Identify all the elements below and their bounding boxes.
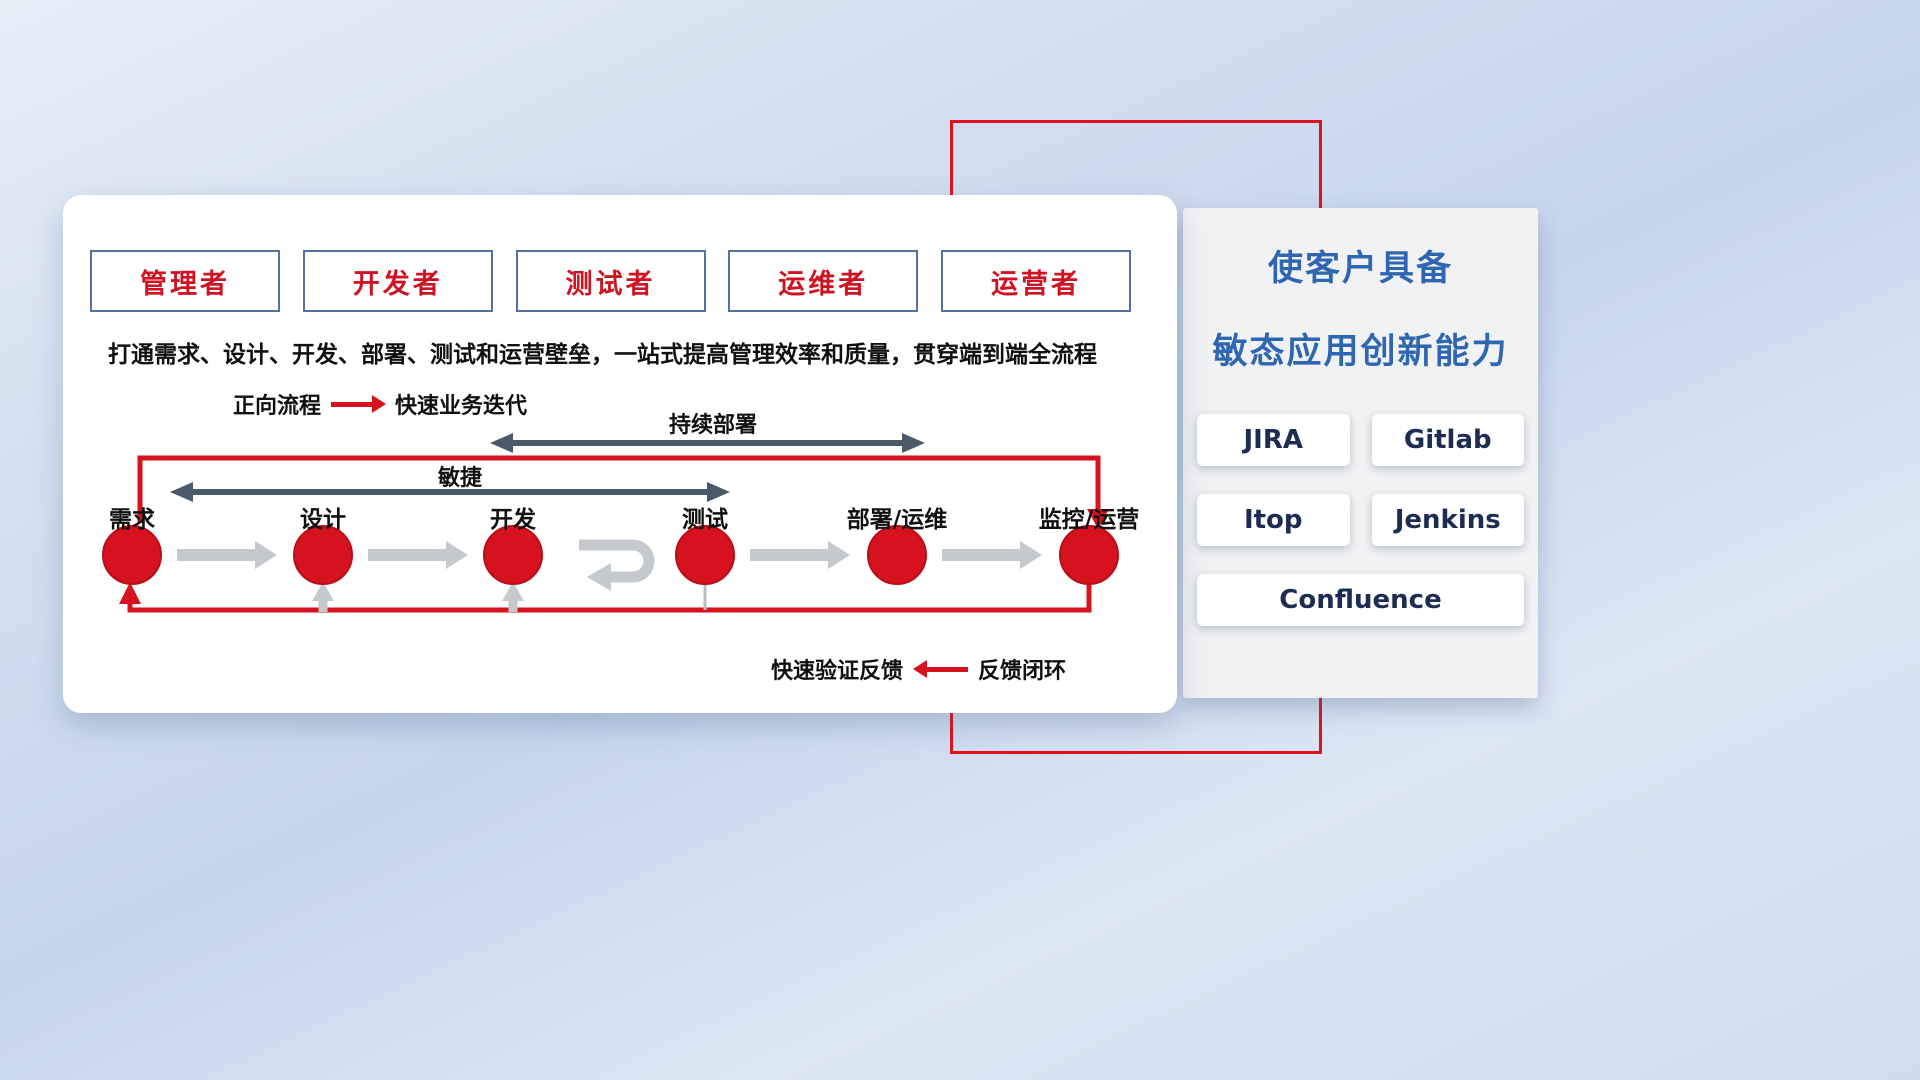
legend-forward: 正向流程 快速业务迭代 bbox=[233, 388, 527, 420]
node-label-develop: 开发 bbox=[490, 507, 536, 533]
span-label-agile: 敏捷 bbox=[437, 466, 482, 491]
tool-card-jenkins: Jenkins bbox=[1371, 494, 1524, 546]
continuous-deploy-span-arrow bbox=[490, 433, 925, 453]
node-label-demand: 需求 bbox=[109, 507, 155, 533]
node-label-deploy-ops: 部署/运维 bbox=[846, 507, 948, 533]
node-label-design: 设计 bbox=[300, 507, 346, 533]
role-box-manager: 管理者 bbox=[90, 250, 280, 312]
node-circle-design bbox=[293, 525, 353, 585]
tool-card-confluence: Confluence bbox=[1197, 574, 1524, 626]
legend-feedback-name: 反馈闭环 bbox=[978, 659, 1067, 684]
node-circle-monitor-operate bbox=[1059, 525, 1119, 585]
feedback-up-arrows bbox=[312, 582, 707, 612]
tool-card-jira: JIRA bbox=[1197, 414, 1350, 466]
tool-card-itop: Itop bbox=[1197, 494, 1350, 546]
forward-arrow-icon bbox=[331, 394, 387, 413]
flow-diagram-graphics bbox=[102, 433, 1119, 613]
feedback-arrow-icon bbox=[913, 659, 969, 678]
node-circle-develop bbox=[483, 525, 543, 585]
panel-title-line1: 使客户具备 bbox=[1267, 249, 1453, 289]
capability-panel: 使客户具备 敏态应用创新能力 JIRA Gitlab Itop Jenkins … bbox=[1183, 208, 1538, 698]
forward-loop-arrowhead bbox=[1087, 509, 1109, 529]
flow-diagram: 持续部署 敏捷 需求 设计 开发 测试 部署/运维 监控/运营 快速验证反馈 反… bbox=[63, 405, 1177, 705]
node-label-test: 测试 bbox=[682, 507, 728, 533]
node-circle-deploy-ops bbox=[867, 525, 927, 585]
role-box-developer: 开发者 bbox=[302, 250, 493, 312]
agile-span-arrow bbox=[170, 482, 730, 502]
forward-loop-line bbox=[137, 455, 1109, 529]
node-circle-test bbox=[675, 525, 735, 585]
tool-card-gitlab: Gitlab bbox=[1371, 414, 1524, 466]
legend-feedback-desc: 快速验证反馈 bbox=[771, 659, 904, 684]
legend-forward-desc: 快速业务迭代 bbox=[395, 394, 528, 419]
role-row: 管理者 开发者 测试者 运维者 运营者 bbox=[90, 250, 1131, 312]
node-circle-demand bbox=[102, 525, 162, 585]
legend-forward-name: 正向流程 bbox=[233, 394, 322, 419]
role-box-ops: 运维者 bbox=[728, 250, 919, 312]
span-label-continuous-deploy: 持续部署 bbox=[668, 413, 757, 438]
feedback-loop-line bbox=[119, 582, 1092, 613]
role-box-operator: 运营者 bbox=[941, 250, 1131, 312]
role-box-tester: 测试者 bbox=[515, 250, 706, 312]
step-arrows bbox=[177, 541, 1042, 569]
iteration-loop-icon bbox=[579, 539, 655, 591]
devops-flow-card: 管理者 开发者 测试者 运维者 运营者 打通需求、设计、开发、部署、测试和运营壁… bbox=[63, 195, 1177, 713]
card-description: 打通需求、设计、开发、部署、测试和运营壁垒，一站式提高管理效率和质量，贯穿端到端… bbox=[108, 342, 1097, 368]
feedback-loop-arrowhead bbox=[119, 582, 141, 604]
stage-node-circles bbox=[102, 525, 1119, 585]
node-label-monitor-operate: 监控/运营 bbox=[1038, 507, 1140, 533]
tool-grid: JIRA Gitlab Itop Jenkins Confluence bbox=[1183, 414, 1538, 626]
panel-title-line2: 敏态应用创新能力 bbox=[1212, 332, 1509, 372]
legend-feedback: 快速验证反馈 反馈闭环 bbox=[771, 653, 1066, 685]
